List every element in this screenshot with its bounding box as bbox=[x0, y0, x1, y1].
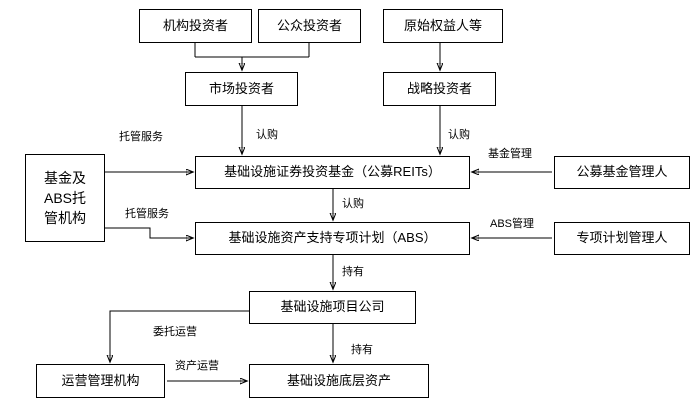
edge-label-subscribe-strategic: 认购 bbox=[448, 129, 470, 141]
edge-label-fund-management: 基金管理 bbox=[488, 148, 532, 160]
node-public-investors: 公众投资者 bbox=[258, 9, 361, 43]
node-special-plan-manager: 专项计划管理人 bbox=[554, 222, 690, 255]
edge-label-custody-service-top: 托管服务 bbox=[119, 131, 163, 143]
node-public-reits-fund: 基础设施证券投资基金（公募REITs） bbox=[195, 156, 470, 189]
edge-label-hold-project-company: 持有 bbox=[342, 266, 364, 278]
edge-label-subscribe-market: 认购 bbox=[256, 129, 278, 141]
edge-label-custody-service-bottom: 托管服务 bbox=[125, 208, 169, 220]
edge-label-asset-operation: 资产运营 bbox=[175, 360, 219, 372]
node-original-equity-holders: 原始权益人等 bbox=[383, 9, 503, 43]
node-custody-institution: 基金及 ABS托 管机构 bbox=[25, 154, 105, 242]
node-strategic-investors: 战略投资者 bbox=[383, 72, 496, 106]
node-institutional-investors: 机构投资者 bbox=[139, 9, 252, 43]
edge-label-abs-management: ABS管理 bbox=[490, 218, 535, 230]
edge-label-subscribe-abs: 认购 bbox=[342, 198, 364, 210]
node-market-investors: 市场投资者 bbox=[185, 72, 298, 106]
edge-label-entrusted-operation: 委托运营 bbox=[153, 326, 197, 338]
edge-label-hold-assets: 持有 bbox=[351, 344, 373, 356]
node-operation-manager: 运营管理机构 bbox=[36, 364, 165, 398]
node-abs-plan: 基础设施资产支持专项计划（ABS） bbox=[195, 222, 470, 255]
node-underlying-assets: 基础设施底层资产 bbox=[249, 364, 429, 398]
node-public-fund-manager: 公募基金管理人 bbox=[554, 156, 690, 189]
node-project-company: 基础设施项目公司 bbox=[249, 291, 416, 324]
